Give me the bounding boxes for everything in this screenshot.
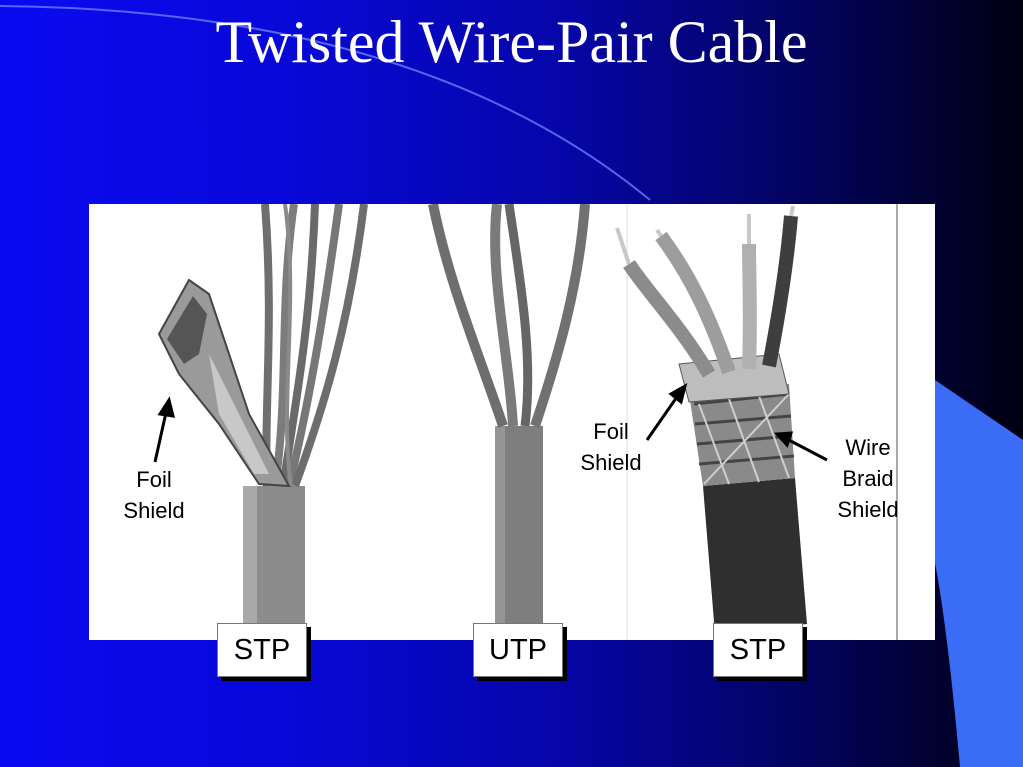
callout-line: Shield: [580, 450, 642, 475]
callout-line: Shield: [837, 497, 899, 522]
arrow-icon: [153, 382, 828, 463]
slide-title: Twisted Wire-Pair Cable: [215, 9, 808, 75]
foil-shield-callout-right: Foil Shield: [568, 416, 654, 478]
cable-photo-illustration: [153, 204, 898, 640]
utp-cable-icon: [428, 204, 590, 640]
stp-label-left: STP: [217, 623, 307, 677]
callout-line: Braid: [842, 466, 894, 491]
utp-label: UTP: [473, 623, 563, 677]
cable-photo-panel: Foil Shield Foil Shield Wire Braid Shiel…: [89, 204, 935, 640]
stp-foil-cable-icon: [157, 204, 368, 640]
callout-line: Shield: [123, 498, 185, 523]
callout-line: Wire: [845, 435, 891, 460]
callout-line: Foil: [136, 467, 172, 492]
stp-braid-cable-icon: [615, 205, 807, 634]
stp-label-right: STP: [713, 623, 803, 677]
background-arc-line: [0, 5, 651, 201]
callout-line: Foil: [593, 419, 629, 444]
background-accent-shape: [930, 380, 1023, 767]
wire-braid-shield-callout: Wire Braid Shield: [821, 432, 915, 525]
foil-shield-callout-left: Foil Shield: [111, 464, 197, 526]
